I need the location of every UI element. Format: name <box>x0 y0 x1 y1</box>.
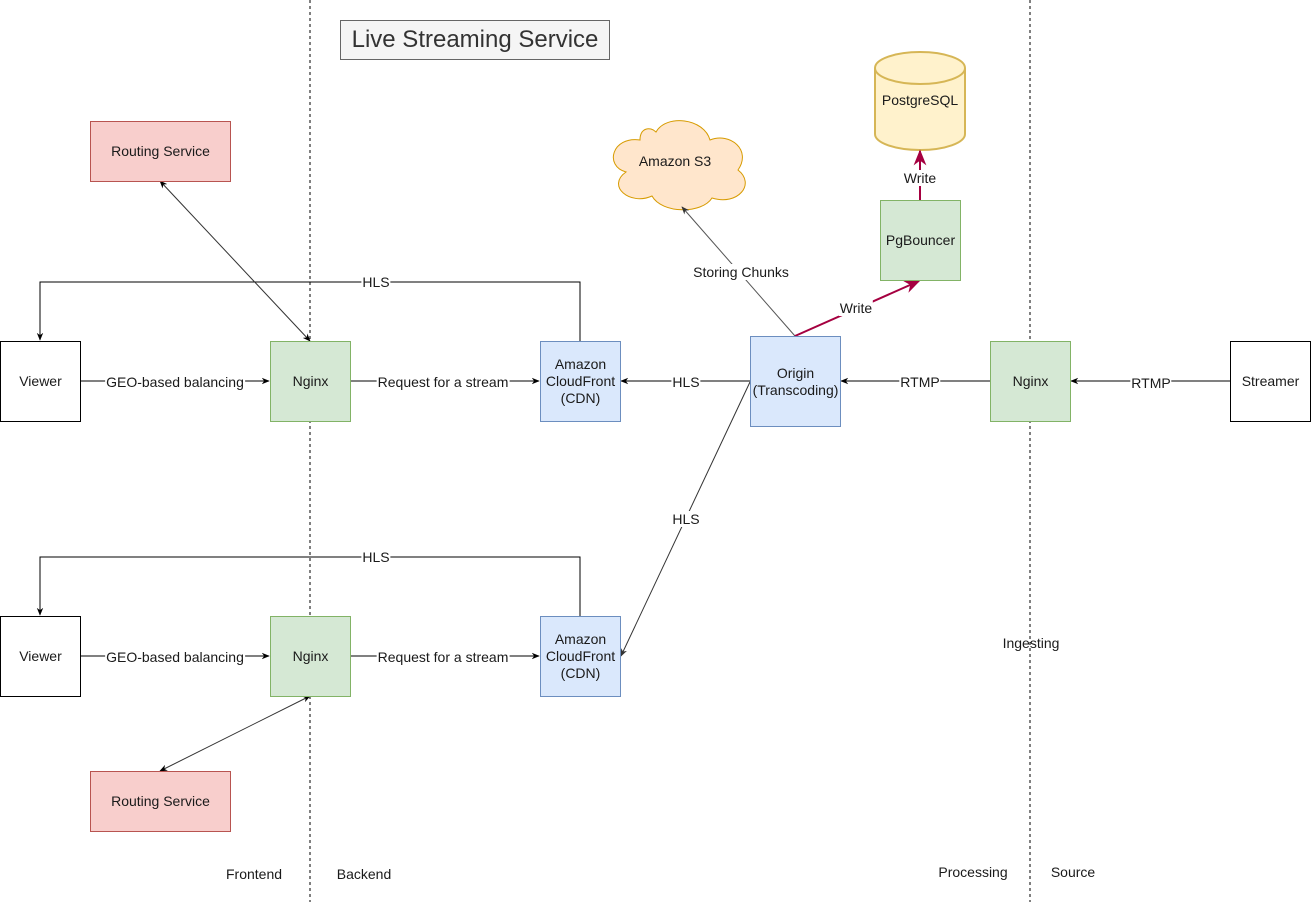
cdn-node-top[interactable]: Amazon CloudFront (CDN) <box>540 341 621 422</box>
routing-service-node-bottom[interactable]: Routing Service <box>90 771 231 832</box>
zone-label-source: Source <box>1050 864 1096 880</box>
viewer-node-bottom[interactable]: Viewer <box>0 616 81 697</box>
edge-label-hls-origin-cdn-top: HLS <box>671 374 701 390</box>
nginx-ingest-node[interactable]: Nginx <box>990 341 1071 422</box>
cdn-node-bottom[interactable]: Amazon CloudFront (CDN) <box>540 616 621 697</box>
edge-label-rtmp-streamer-nginx: RTMP <box>1130 375 1172 391</box>
edge-label-write-origin-pg: Write <box>838 300 874 316</box>
diagram-title: Live Streaming Service <box>340 20 610 60</box>
s3-label: Amazon S3 <box>638 153 712 169</box>
zone-label-processing: Processing <box>938 864 1008 880</box>
edge-label-request-top: Request for a stream <box>376 374 510 390</box>
edge-label-hls-origin-cdn-bottom: HLS <box>671 511 701 527</box>
viewer-node-top[interactable]: Viewer <box>0 341 81 422</box>
pgbouncer-node[interactable]: PgBouncer <box>880 200 961 281</box>
edge-label-geo-bottom: GEO-based balancing <box>105 649 245 665</box>
postgres-cylinder <box>874 51 966 151</box>
edge-label-storing-chunks: Storing Chunks <box>692 264 790 280</box>
edge-hls-loop-bottom <box>36 556 581 616</box>
postgres-label: PostgreSQL <box>881 92 959 108</box>
zone-label-backend: Backend <box>336 866 392 882</box>
zone-label-frontend: Frontend <box>225 866 283 882</box>
edge-label-rtmp-nginx-origin: RTMP <box>899 374 941 390</box>
edge-label-request-bottom: Request for a stream <box>376 649 510 665</box>
edge-label-hls-loop-bottom: HLS <box>361 549 391 565</box>
origin-node[interactable]: Origin (Transcoding) <box>750 336 841 427</box>
streamer-node[interactable]: Streamer <box>1230 341 1311 422</box>
edge-routing-top <box>159 180 311 342</box>
edge-label-write-pg-db: Write <box>902 170 938 186</box>
nginx-node-top[interactable]: Nginx <box>270 341 351 422</box>
edge-routing-bottom <box>159 695 311 772</box>
nginx-node-bottom[interactable]: Nginx <box>270 616 351 697</box>
edge-label-hls-loop-top: HLS <box>361 274 391 290</box>
s3-cloud <box>612 120 746 211</box>
zone-label-ingesting: Ingesting <box>1002 635 1060 651</box>
edge-label-geo-top: GEO-based balancing <box>105 374 245 390</box>
routing-service-node-top[interactable]: Routing Service <box>90 121 231 182</box>
